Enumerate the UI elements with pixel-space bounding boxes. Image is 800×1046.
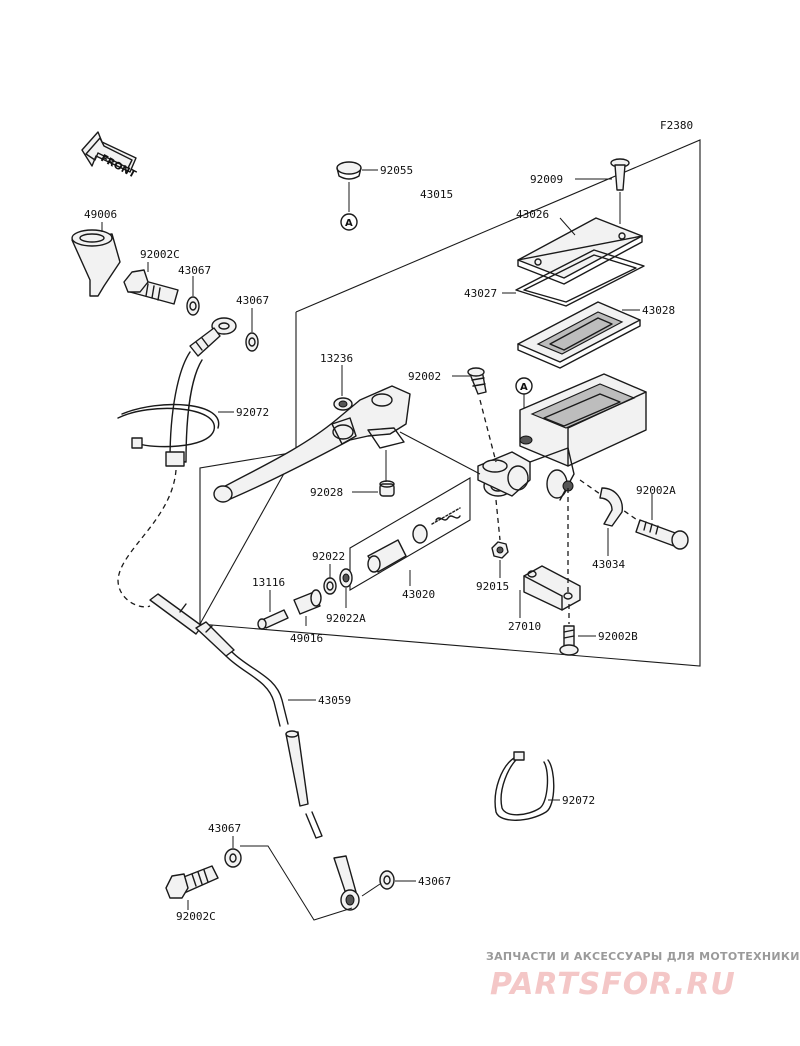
reservoir-cover-43026: [517, 217, 643, 285]
switch-27010: [523, 565, 581, 611]
label-92072-bottom: 92072: [562, 794, 595, 807]
band-92072-top: [117, 403, 220, 467]
bolt-92002: [467, 367, 487, 395]
label-43067-c: 43067: [208, 822, 241, 835]
hose-end-top: [189, 317, 237, 357]
nut-92015: [491, 541, 509, 559]
label-92022a: 92022A: [326, 612, 366, 625]
pin-92028: [379, 480, 395, 497]
label-43027: 43027: [464, 287, 497, 300]
label-92002c-bottom: 92002C: [176, 910, 216, 923]
label-92072-top: 92072: [236, 406, 269, 419]
label-43020: 43020: [402, 588, 435, 601]
label-92002a: 92002A: [636, 484, 676, 497]
label-43059: 43059: [318, 694, 351, 707]
washer-43067-c: [224, 848, 242, 868]
label-92028: 92028: [310, 486, 343, 499]
label-92009: 92009: [530, 173, 563, 186]
bolt-92002a: [635, 519, 689, 550]
label-43026: 43026: [516, 208, 549, 221]
label-92015: 92015: [476, 580, 509, 593]
pin-13116: [257, 609, 289, 630]
band-92072-bottom: [494, 751, 555, 821]
watermark-brand: PARTSFOR.RU: [490, 967, 736, 1002]
label-49006: 49006: [84, 208, 117, 221]
assembly-box-edge: [199, 451, 297, 625]
label-43028: 43028: [642, 304, 675, 317]
banjo-fitting-lower: [340, 889, 360, 911]
seal-92022a: [339, 568, 353, 588]
diaphragm-43028: [517, 301, 641, 369]
washer-92022: [323, 577, 337, 595]
svg-text:A: A: [520, 382, 528, 393]
bottom-group-lines: [240, 845, 353, 921]
label-13116: 13116: [252, 576, 285, 589]
label-43067-a: 43067: [178, 264, 211, 277]
label-92002b: 92002B: [598, 630, 638, 643]
banjo-bolt-92002c-bottom: [165, 865, 219, 899]
clamp-43034: [599, 487, 623, 527]
label-92002: 92002: [408, 370, 441, 383]
clutch-lever-13236: [213, 385, 411, 503]
label-43034: 43034: [592, 558, 625, 571]
hose-route-dashed: [117, 469, 177, 608]
label-13236: 13236: [320, 352, 353, 365]
washer-43067-d: [379, 870, 395, 890]
plate-43027: [515, 249, 645, 307]
label-92022: 92022: [312, 550, 345, 563]
svg-text:A: A: [345, 218, 353, 229]
screw-92002b: [559, 625, 579, 656]
reference-a-body: A: [515, 377, 533, 395]
pushrod-49016: [293, 589, 322, 615]
cap-92055: [336, 161, 362, 180]
figure-code: F2380: [660, 119, 693, 132]
boot-49006: [71, 229, 121, 297]
front-arrow-icon: FRONT: [81, 131, 138, 181]
washer-43067-b: [245, 332, 259, 352]
master-cylinder-body: [477, 373, 647, 501]
label-27010: 27010: [508, 620, 541, 633]
screw-92009: [610, 158, 630, 191]
banjo-bolt-92002c-top: [123, 269, 179, 305]
label-92002c-top: 92002C: [140, 248, 180, 261]
label-49016: 49016: [290, 632, 323, 645]
piston-kit-43020: [367, 507, 461, 573]
label-43067-d: 43067: [418, 875, 451, 888]
watermark-tagline: ЗАПЧАСТИ И АКСЕССУАРЫ ДЛЯ МОТОТЕХНИКИ: [486, 950, 800, 963]
label-43015: 43015: [420, 188, 453, 201]
label-92055: 92055: [380, 164, 413, 177]
washer-43067-a: [186, 296, 200, 316]
reference-a-top: A: [340, 213, 358, 231]
hose-43059: [149, 593, 289, 727]
hose-lower: [285, 730, 357, 895]
label-43067-b: 43067: [236, 294, 269, 307]
